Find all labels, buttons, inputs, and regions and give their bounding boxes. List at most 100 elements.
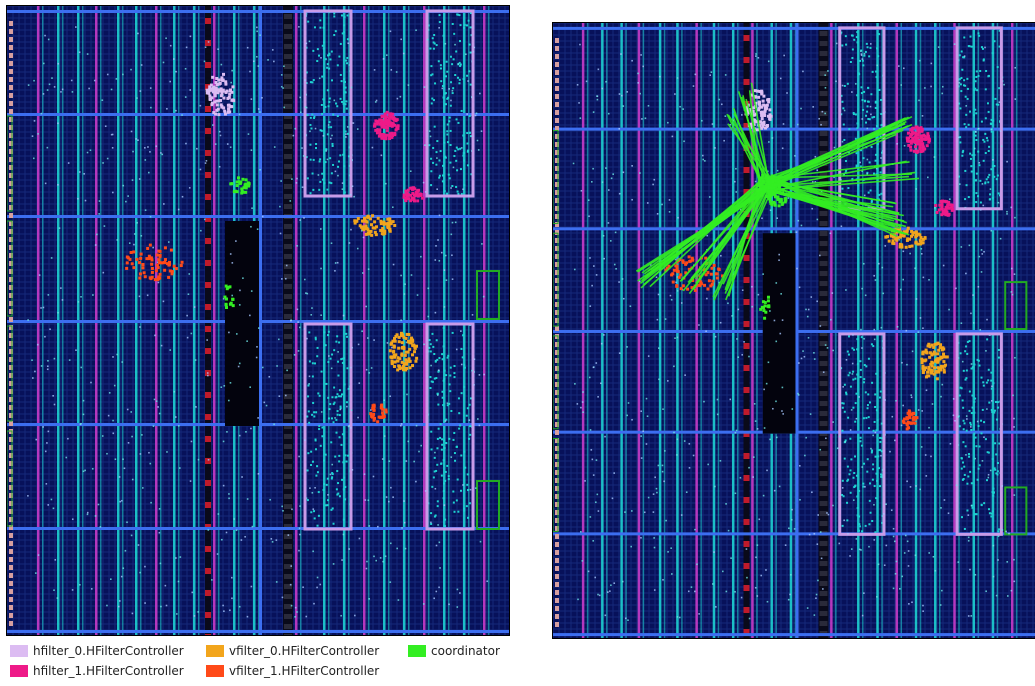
cell xyxy=(656,213,659,215)
cell xyxy=(972,114,975,117)
io-cell xyxy=(9,485,13,490)
cell xyxy=(939,343,943,347)
cell xyxy=(965,105,968,107)
cell xyxy=(430,380,433,383)
cell xyxy=(333,401,336,404)
cell xyxy=(993,164,996,167)
cell xyxy=(843,457,846,460)
cell xyxy=(891,239,895,243)
cell xyxy=(763,316,767,320)
cell xyxy=(973,153,976,156)
cell xyxy=(169,349,172,351)
cell xyxy=(727,302,729,305)
cell xyxy=(985,69,988,72)
cell xyxy=(939,604,942,606)
cell xyxy=(325,483,328,486)
cell xyxy=(411,364,415,368)
cell xyxy=(791,508,793,511)
cell xyxy=(990,128,993,131)
cell xyxy=(231,597,233,600)
cell xyxy=(382,58,385,60)
cell xyxy=(983,436,985,438)
cell xyxy=(368,217,372,221)
cell xyxy=(122,73,124,76)
cell xyxy=(978,464,981,467)
cell xyxy=(879,440,882,443)
cell xyxy=(67,437,69,440)
cell xyxy=(762,494,765,497)
cell xyxy=(753,119,757,123)
cell xyxy=(296,611,298,613)
cell xyxy=(868,499,871,502)
cell xyxy=(856,41,859,44)
cell xyxy=(372,412,376,416)
cell xyxy=(866,404,869,407)
io-cell xyxy=(9,101,13,106)
cell xyxy=(878,33,881,36)
cell xyxy=(230,98,234,102)
cell xyxy=(442,327,445,330)
cell xyxy=(890,509,893,512)
cell xyxy=(941,209,945,213)
cell xyxy=(853,472,856,475)
cell xyxy=(983,421,986,424)
clock-region-line xyxy=(7,527,509,530)
cell xyxy=(389,355,393,359)
io-cell xyxy=(555,334,559,339)
cell xyxy=(373,339,375,341)
cell xyxy=(57,311,59,314)
cell xyxy=(596,493,599,496)
cell xyxy=(405,332,409,336)
cell xyxy=(402,368,406,372)
cell xyxy=(717,268,721,272)
cell xyxy=(381,458,384,460)
cell xyxy=(391,339,395,343)
cell xyxy=(331,353,334,356)
cell xyxy=(327,105,330,108)
cell xyxy=(213,94,217,98)
cell xyxy=(921,364,925,368)
cell xyxy=(451,22,454,25)
cell xyxy=(52,394,54,397)
clock-region-line xyxy=(7,215,509,218)
bram-cell xyxy=(819,451,828,456)
cell xyxy=(907,143,911,147)
route-net xyxy=(727,123,772,183)
cell xyxy=(119,500,122,503)
cell xyxy=(465,53,467,56)
cell xyxy=(986,451,989,454)
cell xyxy=(316,524,319,527)
cell xyxy=(673,365,675,368)
cell xyxy=(443,447,446,450)
cell xyxy=(338,436,341,439)
cell xyxy=(647,104,650,107)
cell xyxy=(430,522,433,525)
cell xyxy=(990,168,993,171)
cell xyxy=(816,543,819,545)
cell xyxy=(78,51,81,54)
cell xyxy=(429,387,432,390)
cell xyxy=(962,428,965,431)
cell xyxy=(746,576,748,579)
cell xyxy=(908,603,910,605)
cell xyxy=(330,441,333,444)
cell xyxy=(840,225,843,228)
bram-cell xyxy=(284,124,292,129)
cell xyxy=(703,400,705,403)
cell xyxy=(595,459,598,461)
cell xyxy=(188,273,191,275)
cell xyxy=(594,501,597,504)
cell xyxy=(407,440,410,443)
cell xyxy=(997,406,1000,409)
cell xyxy=(645,397,648,400)
cell xyxy=(895,238,899,242)
cell xyxy=(593,265,595,267)
bram-cell xyxy=(819,251,828,256)
cell xyxy=(940,395,942,398)
cell xyxy=(987,176,990,179)
cell xyxy=(624,617,627,620)
cell xyxy=(698,283,702,287)
cell xyxy=(751,285,753,288)
cell xyxy=(387,118,391,122)
cell xyxy=(812,106,814,108)
